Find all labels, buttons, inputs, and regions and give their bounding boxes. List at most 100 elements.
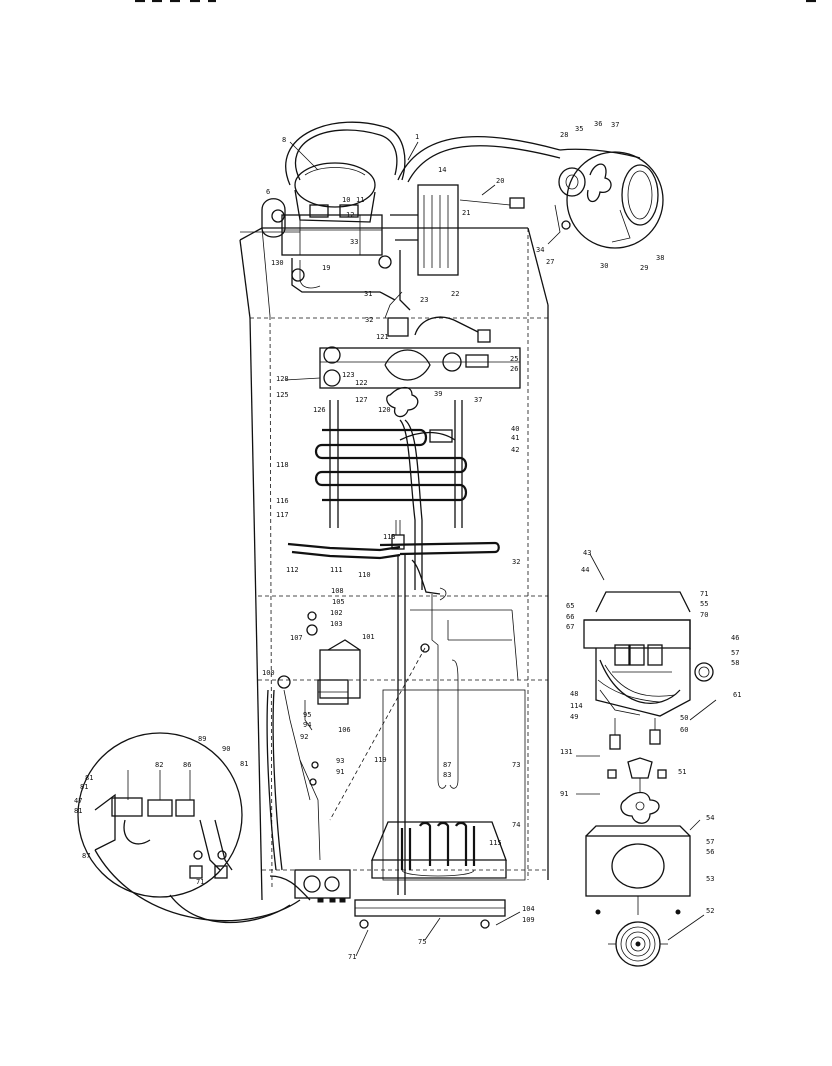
part-label-14: 14 — [438, 166, 446, 174]
part-label-81a: 81 — [85, 774, 93, 782]
part-label-120: 120 — [378, 406, 391, 414]
part-label-36: 36 — [594, 120, 602, 128]
part-label-119: 119 — [374, 756, 387, 764]
part-label-118: 118 — [276, 461, 289, 469]
part-label-113: 113 — [383, 533, 396, 541]
part-label-108: 108 — [331, 587, 344, 595]
part-label-70: 70 — [700, 611, 708, 619]
part-label-34: 34 — [536, 246, 544, 254]
part-label-93: 93 — [336, 757, 344, 765]
part-label-30: 30 — [600, 262, 608, 270]
part-label-27: 27 — [546, 258, 554, 266]
fresh-food-tubing — [329, 555, 459, 895]
part-label-83: 83 — [443, 771, 451, 779]
part-label-43: 43 — [583, 549, 591, 557]
part-label-94: 94 — [303, 721, 311, 729]
part-label-54: 54 — [706, 814, 714, 822]
part-label-21: 21 — [462, 209, 470, 217]
part-label-38: 38 — [656, 254, 664, 262]
part-label-37: 37 — [611, 121, 619, 129]
cabinet-outline — [239, 227, 549, 901]
temperature-control-assembly — [266, 611, 361, 871]
part-label-81d: 81 — [240, 760, 248, 768]
part-label-75: 75 — [418, 938, 426, 946]
part-label-101: 101 — [362, 633, 375, 641]
part-label-42: 42 — [511, 446, 519, 454]
part-label-126: 126 — [313, 406, 326, 414]
part-label-111: 111 — [330, 566, 343, 574]
part-label-128: 128 — [276, 375, 289, 383]
part-label-100: 100 — [262, 669, 275, 677]
part-label-106: 106 — [338, 726, 351, 734]
part-label-104: 104 — [522, 905, 535, 913]
part-label-65: 65 — [566, 602, 574, 610]
part-label-39: 39 — [434, 390, 442, 398]
part-label-115: 115 — [489, 839, 502, 847]
part-label-57: 57 — [731, 649, 739, 657]
part-label-32: 32 — [365, 316, 373, 324]
part-label-131: 131 — [560, 748, 573, 756]
part-label-52: 52 — [706, 907, 714, 915]
part-label-81c: 81 — [74, 807, 82, 815]
part-label-33: 33 — [350, 238, 358, 246]
part-label-125: 125 — [276, 391, 289, 399]
part-label-112: 112 — [286, 566, 299, 574]
condenser-fan-detail — [547, 148, 664, 249]
part-label-53: 53 — [706, 875, 714, 883]
part-label-91b: 91 — [560, 790, 568, 798]
part-label-91: 91 — [336, 768, 344, 776]
part-label-41: 41 — [511, 434, 519, 442]
part-label-50: 50 — [680, 714, 688, 722]
part-label-10: 10 — [342, 196, 350, 204]
part-label-130: 130 — [271, 259, 284, 267]
part-label-19: 19 — [322, 264, 330, 272]
part-label-73: 73 — [512, 761, 520, 769]
part-label-25: 25 — [510, 355, 518, 363]
part-label-74: 74 — [512, 821, 520, 829]
part-label-95: 95 — [303, 711, 311, 719]
part-label-71b: 71 — [196, 878, 204, 886]
drain-trough — [287, 520, 500, 560]
part-label-35: 35 — [575, 125, 583, 133]
part-label-32b: 32 — [512, 558, 520, 566]
part-label-49: 49 — [570, 713, 578, 721]
part-label-109: 109 — [522, 916, 535, 924]
part-label-23: 23 — [420, 296, 428, 304]
defrost-heater-and-pan — [269, 821, 507, 929]
compressor-assembly — [240, 121, 561, 319]
part-label-56: 56 — [706, 848, 714, 856]
freezer-fan-and-light-assembly — [583, 591, 714, 967]
part-label-87: 87 — [443, 761, 451, 769]
part-label-1: 1 — [415, 133, 419, 141]
part-number-labels: 8 1 14 20 21 22 23 10 11 12 6 130 19 33 … — [74, 120, 741, 961]
part-label-114: 114 — [570, 702, 583, 710]
part-label-105: 105 — [332, 598, 345, 606]
part-label-28: 28 — [560, 131, 568, 139]
part-label-102: 102 — [330, 609, 343, 617]
part-label-87b: 87 — [82, 852, 90, 860]
part-label-67: 67 — [566, 623, 574, 631]
part-label-121: 121 — [376, 333, 389, 341]
part-label-116: 116 — [276, 497, 289, 505]
part-label-103: 103 — [330, 620, 343, 628]
part-label-47: 47 — [74, 797, 82, 805]
part-label-29: 29 — [640, 264, 648, 272]
part-label-66: 66 — [566, 613, 574, 621]
part-label-37b: 37 — [474, 396, 482, 404]
part-label-6: 6 — [266, 188, 270, 196]
part-label-8: 8 — [282, 136, 286, 144]
part-label-46: 46 — [731, 634, 739, 642]
leader-lines — [289, 141, 717, 957]
part-label-51: 51 — [678, 768, 686, 776]
part-label-81b: 81 — [80, 783, 88, 791]
valve-detail-callout — [77, 732, 301, 924]
part-label-127: 127 — [355, 396, 368, 404]
part-label-11: 11 — [356, 196, 364, 204]
part-label-61: 61 — [733, 691, 741, 699]
part-label-55: 55 — [700, 600, 708, 608]
part-label-107: 107 — [290, 634, 303, 642]
damper-and-valve-assembly — [284, 316, 521, 418]
part-label-86: 86 — [183, 761, 191, 769]
part-label-57b: 57 — [706, 838, 714, 846]
